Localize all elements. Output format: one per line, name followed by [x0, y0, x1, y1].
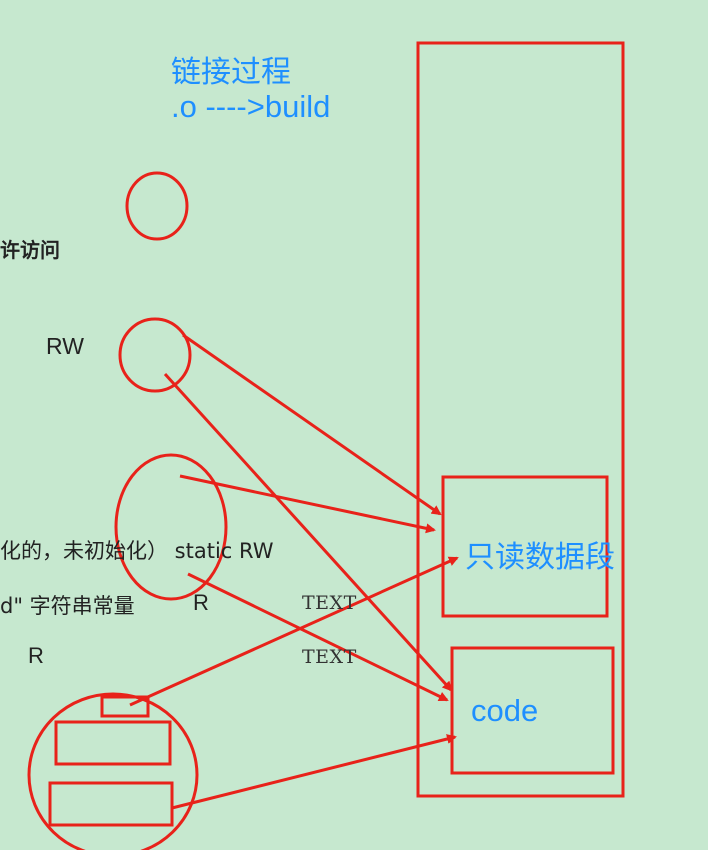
readonly-segment-label: 只读数据段 [465, 541, 615, 574]
readonly-segment-box [441, 475, 609, 618]
rw-circle [118, 317, 192, 393]
title-o-to-build: .o ---->build [171, 89, 331, 124]
r-label-1: R [193, 590, 209, 615]
arrow-static-to-readonly [179, 474, 436, 534]
bottom-box-2 [48, 781, 174, 827]
access-text: 许访问 [0, 238, 60, 262]
r-label-2: R [28, 643, 44, 668]
arrow-static-to-code [187, 572, 449, 702]
bottom-box-1 [54, 720, 172, 766]
code-segment-box [450, 646, 615, 775]
arrow-rw-to-readonly [182, 333, 442, 516]
static-rw-text: 化的，未初始化） static RW [0, 539, 274, 563]
static-ellipse [114, 453, 228, 601]
string-constant-text: d" 字符串常量 [0, 594, 135, 618]
arrow-tag-to-readonly [129, 556, 459, 707]
text-label-1: TEXT [302, 592, 357, 614]
bottom-circle [27, 692, 199, 850]
title-linking-process: 链接过程 [171, 56, 291, 89]
empty-circle [125, 171, 189, 241]
memory-outer-box [416, 41, 625, 798]
rw-label: RW [46, 333, 84, 359]
code-segment-label: code [471, 693, 539, 728]
arrow-rw-to-code [163, 372, 453, 692]
small-tag-box [100, 695, 150, 718]
text-label-2: TEXT [302, 646, 357, 668]
arrow-box-to-code [171, 734, 457, 810]
